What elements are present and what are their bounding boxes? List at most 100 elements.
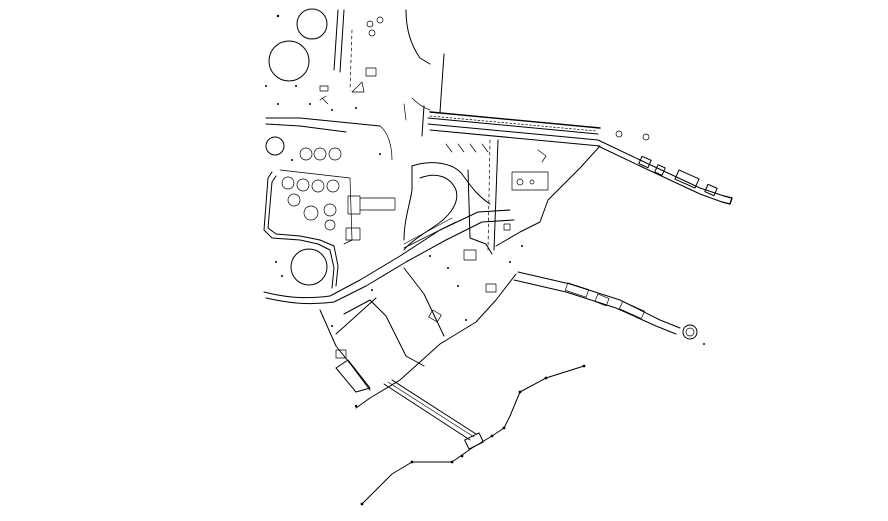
tank-row-1	[299, 147, 313, 161]
pump-house	[347, 195, 361, 215]
survey-dot	[291, 159, 293, 161]
compound-hut-1	[335, 349, 347, 359]
bw-node-9	[582, 364, 586, 368]
main-road-north-edge	[263, 209, 511, 299]
control-building	[345, 227, 361, 241]
survey-dot	[465, 319, 467, 321]
buoy-1	[615, 130, 623, 138]
south-jetty	[513, 271, 705, 345]
enclosure-boundary	[279, 169, 353, 245]
breakwater	[360, 364, 586, 506]
jetty-arm-n2	[597, 145, 723, 203]
compound-div-1	[335, 297, 377, 335]
survey-dot	[276, 14, 280, 18]
jetty-block-3	[674, 169, 700, 189]
farm-tank-1	[281, 176, 295, 190]
jetty-block-2	[654, 164, 666, 176]
jetty-block-4	[704, 183, 718, 197]
wharf-west-end	[421, 105, 425, 137]
south-compound	[319, 267, 517, 450]
survey-dot	[275, 261, 277, 263]
jetty-s-head	[682, 324, 698, 340]
tank-row-3	[328, 147, 342, 161]
fence-2	[339, 9, 345, 73]
tank-south-1	[290, 248, 328, 286]
pipe-rack-stub	[359, 197, 396, 211]
wharf-edge-3	[427, 123, 599, 141]
buoy-2	[642, 133, 650, 141]
triangle-marker	[351, 81, 365, 93]
survey-dot	[355, 107, 357, 109]
survey-dot	[331, 109, 333, 111]
tank-north-1	[296, 8, 328, 40]
road-central-n	[411, 162, 491, 205]
tank-farm-enclosure	[263, 169, 396, 289]
yard-box	[503, 223, 511, 231]
wharf-bollards	[429, 115, 597, 132]
jetty-s-marker	[703, 343, 705, 345]
survey-dot	[379, 153, 381, 155]
yard-box-3	[485, 283, 497, 293]
yard-curve	[537, 149, 547, 163]
fence-1	[333, 9, 339, 71]
bw-node-5	[490, 434, 494, 438]
jetty-s-block-1	[564, 282, 590, 298]
main-road-south-edge	[265, 219, 515, 305]
east-yard-boundary	[429, 129, 601, 247]
compound-div-2	[343, 299, 425, 367]
tank-north-2	[268, 40, 310, 82]
jetty-block-1	[638, 155, 652, 169]
north-wharf	[421, 105, 733, 247]
survey-dot	[509, 261, 511, 263]
jetty-s-head-inner	[685, 327, 695, 337]
wharf-north-edge	[429, 111, 601, 129]
farm-tank-3	[311, 179, 325, 193]
enclosure-wall-outer	[263, 171, 335, 289]
north-road-edge	[405, 9, 431, 65]
east-boundary-north	[439, 53, 445, 113]
jetty-head-n	[721, 195, 733, 205]
compound-div-3	[403, 267, 445, 337]
marker-b	[376, 16, 384, 24]
yard-tank-1	[516, 178, 524, 186]
bw-node-1	[360, 502, 364, 506]
survey-dot	[521, 245, 523, 247]
causeway-1	[383, 383, 471, 441]
road-bend	[379, 125, 393, 161]
jetty-arm-n1	[597, 139, 725, 197]
parking-stalls	[445, 143, 489, 153]
road-w-top	[265, 117, 381, 127]
storage-tanks-north	[265, 8, 328, 286]
tick-2	[319, 95, 327, 101]
arc-1	[411, 97, 431, 111]
hut-1	[365, 67, 377, 77]
wharf-edge-2	[427, 117, 599, 135]
marker-a	[366, 20, 374, 28]
farm-tank-4	[326, 179, 340, 193]
shore-east	[355, 273, 517, 409]
farm-tank-6	[303, 205, 319, 221]
dashed-center-e	[487, 139, 491, 251]
bw-node-8	[544, 376, 548, 380]
marker-c	[368, 29, 376, 37]
compound-west	[319, 309, 371, 391]
survey-dots	[265, 14, 523, 408]
tank-row	[299, 147, 342, 161]
survey-dot	[331, 325, 333, 327]
yard-tank-2	[529, 179, 535, 185]
farm-tank-2	[296, 178, 310, 192]
breakwater-line	[361, 365, 585, 505]
east-yard	[445, 143, 549, 293]
tank-small-1	[265, 136, 285, 156]
survey-dot	[265, 85, 267, 87]
road-median-2	[403, 217, 453, 245]
jetty-s-edge-1	[517, 271, 681, 329]
north-fences	[333, 9, 445, 113]
survey-dot	[429, 255, 431, 257]
enclosure-wall-inner	[267, 175, 339, 287]
farm-tank-8	[324, 219, 336, 231]
jetty-s-edge-2	[513, 279, 677, 335]
bw-node-4	[460, 454, 464, 458]
